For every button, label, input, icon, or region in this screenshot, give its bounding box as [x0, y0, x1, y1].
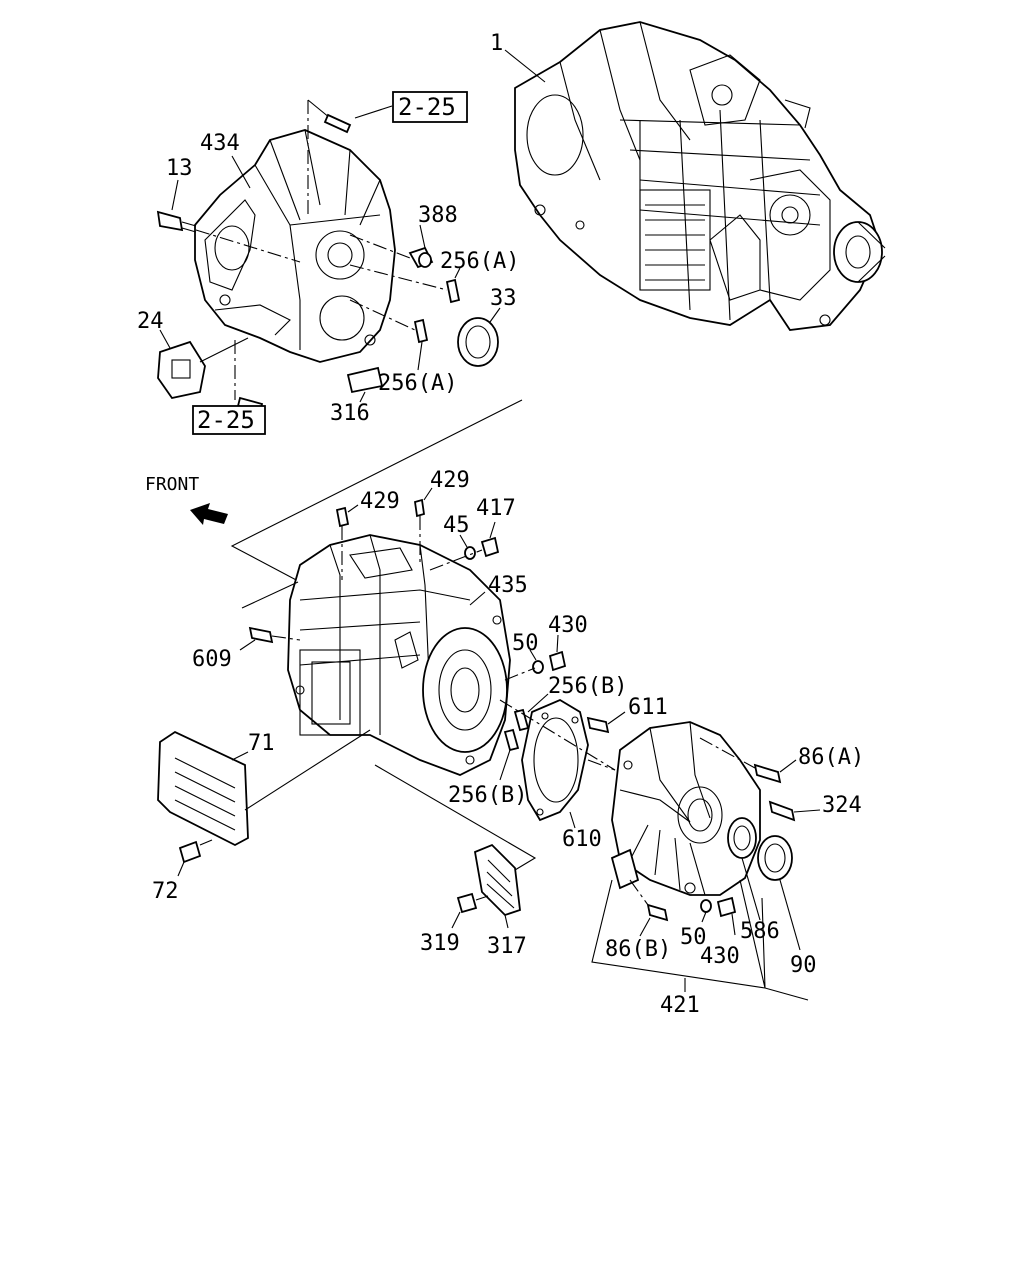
callout-50-lower: 50 [680, 925, 707, 950]
callout-45: 45 [443, 513, 470, 538]
callout-586: 586 [740, 919, 780, 944]
bolt-72 [178, 840, 202, 864]
bolt-86a [753, 763, 782, 784]
dowel-256b-lower [503, 728, 520, 752]
plug-430-lower [716, 896, 737, 918]
callout-317: 317 [487, 934, 527, 959]
reference-label-top: 2-25 [398, 93, 456, 121]
cover-317 [473, 843, 521, 917]
bushing-388 [408, 246, 434, 269]
dowel-256a-lower [413, 318, 429, 344]
dowel-256a-upper [445, 278, 461, 304]
callout-430-lower: 430 [700, 944, 740, 969]
bolt-86b [646, 903, 669, 922]
oring-45 [464, 546, 476, 560]
gasket-610 [521, 698, 589, 822]
callout-90: 90 [790, 953, 817, 978]
cover-plate-24 [157, 340, 206, 400]
callout-24: 24 [137, 309, 164, 334]
leader-1 [504, 49, 546, 83]
pin-429-right [413, 498, 426, 518]
seal-33 [457, 317, 499, 367]
assembled-transmission [514, 21, 886, 331]
extension-housing [610, 721, 761, 896]
bolt-324 [768, 800, 796, 822]
seal-90 [757, 835, 793, 881]
bolt-ref-top [323, 113, 352, 134]
front-arrow-icon [190, 503, 228, 525]
callout-610: 610 [562, 827, 602, 852]
bolt-13 [156, 210, 184, 232]
callout-72: 72 [152, 879, 179, 904]
callout-256b-lower: 256(B) [448, 783, 527, 808]
group-bracket-421 [591, 879, 809, 1001]
callout-50-upper: 50 [512, 631, 539, 656]
pin-429-left [335, 506, 350, 528]
callout-429-right: 429 [430, 468, 470, 493]
callout-33: 33 [490, 286, 517, 311]
callout-611: 611 [628, 695, 668, 720]
callout-324: 324 [822, 793, 862, 818]
cover-71 [157, 730, 249, 847]
shim-316 [346, 366, 384, 394]
oring-50-lower [700, 899, 712, 913]
plug-417 [480, 536, 500, 558]
callout-71: 71 [248, 731, 275, 756]
callout-86b: 86(B) [605, 937, 671, 962]
front-label: FRONT [145, 474, 199, 495]
bolt-319 [456, 892, 478, 914]
reference-box-top [392, 91, 468, 123]
callout-86a: 86(A) [798, 745, 864, 770]
bearing-586 [727, 817, 757, 859]
reference-label-bottom: 2-25 [197, 406, 255, 434]
bell-housing [194, 129, 396, 363]
bolt-611 [586, 716, 610, 734]
callout-13: 13 [166, 156, 193, 181]
callout-256a-lower: 256(A) [378, 371, 457, 396]
callout-316: 316 [330, 401, 370, 426]
plug-430-upper [548, 650, 567, 672]
callout-609: 609 [192, 647, 232, 672]
callout-388: 388 [418, 203, 458, 228]
callout-256a-upper: 256(A) [440, 249, 519, 274]
bolt-609 [248, 626, 274, 644]
callout-434: 434 [200, 131, 240, 156]
oring-50-upper [532, 660, 544, 674]
callout-435: 435 [488, 573, 528, 598]
reference-box-bottom [192, 405, 266, 435]
callout-430-upper: 430 [548, 613, 588, 638]
callout-421: 421 [660, 993, 700, 1018]
callout-319: 319 [420, 931, 460, 956]
callout-417: 417 [476, 496, 516, 521]
callout-1: 1 [490, 31, 503, 56]
callout-429-left: 429 [360, 489, 400, 514]
transmission-case-435 [287, 534, 511, 776]
callout-256b-upper: 256(B) [548, 674, 627, 699]
